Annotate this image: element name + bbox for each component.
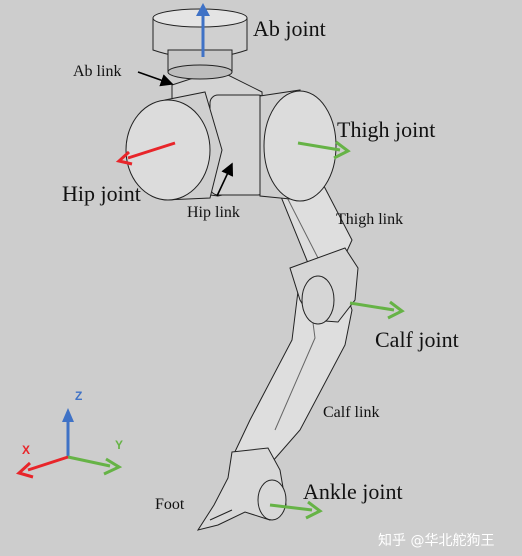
ab-joint-motor (152, 8, 248, 80)
calf-joint-y-arrowhead (387, 300, 405, 320)
hip-joint-motor (125, 91, 223, 201)
foot-label: Foot (155, 496, 185, 513)
ankle-joint-label: Ankle joint (303, 479, 403, 504)
world-x-label: X (22, 443, 31, 457)
knee-housing (289, 247, 359, 325)
thigh-joint-label: Thigh joint (337, 117, 436, 142)
world-y-label: Y (115, 438, 124, 452)
thigh-link-label: Thigh link (336, 211, 404, 228)
world-z-label: Z (75, 389, 83, 403)
hip-joint-label: Hip joint (62, 181, 141, 206)
watermark: 知乎 @华北舵狗王 (378, 533, 495, 549)
ab-joint-z-arrowhead (196, 3, 210, 16)
hip-link-label: Hip link (187, 204, 240, 221)
hip-link-leader (216, 162, 234, 197)
calf-link-label: Calf link (323, 404, 380, 421)
ab-link-leader (137, 71, 174, 87)
calf-joint-y-arrow (349, 301, 395, 312)
thigh-joint-y-arrowhead (333, 140, 351, 160)
thigh-joint-motor (259, 89, 337, 202)
ab-joint-label: Ab joint (253, 16, 326, 41)
foot-assembly (196, 447, 287, 531)
ankle-joint-y-arrow (269, 503, 313, 512)
thigh-joint-y-arrow (297, 141, 341, 152)
world-frame (15, 408, 123, 479)
calf-joint-label: Calf joint (375, 327, 459, 352)
ankle-joint-y-arrowhead (305, 500, 323, 520)
hip-joint-x-arrow (127, 141, 176, 160)
ab-link-label: Ab link (73, 63, 122, 80)
hip-joint-x-arrowhead (115, 150, 133, 166)
